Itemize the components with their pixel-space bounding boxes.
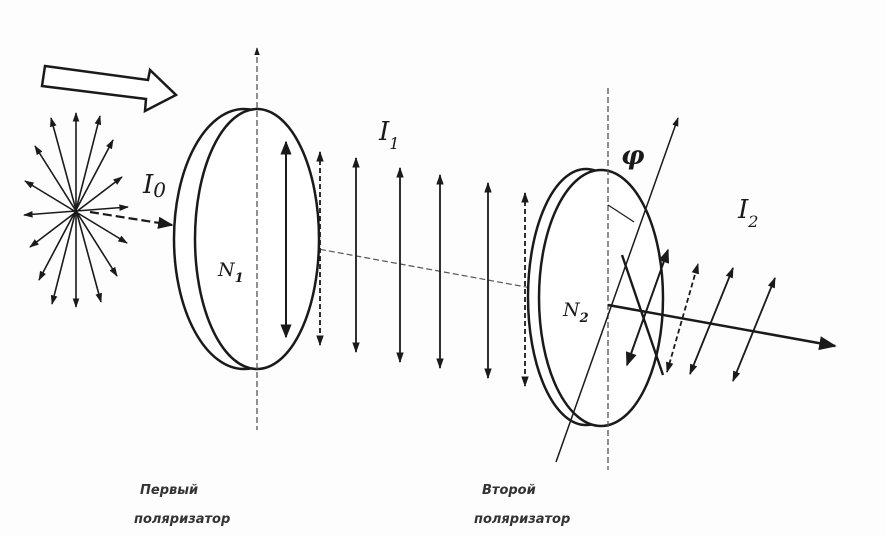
- i1-polarized-arrows: [316, 150, 529, 388]
- second-polarizer: [526, 88, 679, 470]
- light-direction-arrow: [40, 64, 179, 114]
- second-polarizer-caption-line1: Второй: [482, 483, 536, 498]
- first-polarizer-caption-line2: поляризатор: [134, 512, 230, 527]
- i1-label: I1: [378, 117, 399, 153]
- angle-phi-label: φ: [621, 141, 645, 171]
- i0-beam-arrow: [89, 210, 174, 229]
- second-polarizer-caption-line2: поляризатор: [474, 512, 570, 527]
- n1-label: N1: [217, 259, 244, 286]
- first-polarizer-caption-line1: Первый: [140, 483, 198, 498]
- unpolarized-light-star: [23, 112, 129, 308]
- i2-label: I2: [737, 195, 758, 231]
- first-polarizer: [172, 47, 321, 430]
- i2-polarized-arrows: [666, 262, 776, 383]
- n2-label: N2: [562, 299, 589, 326]
- i0-label: I0: [142, 170, 166, 202]
